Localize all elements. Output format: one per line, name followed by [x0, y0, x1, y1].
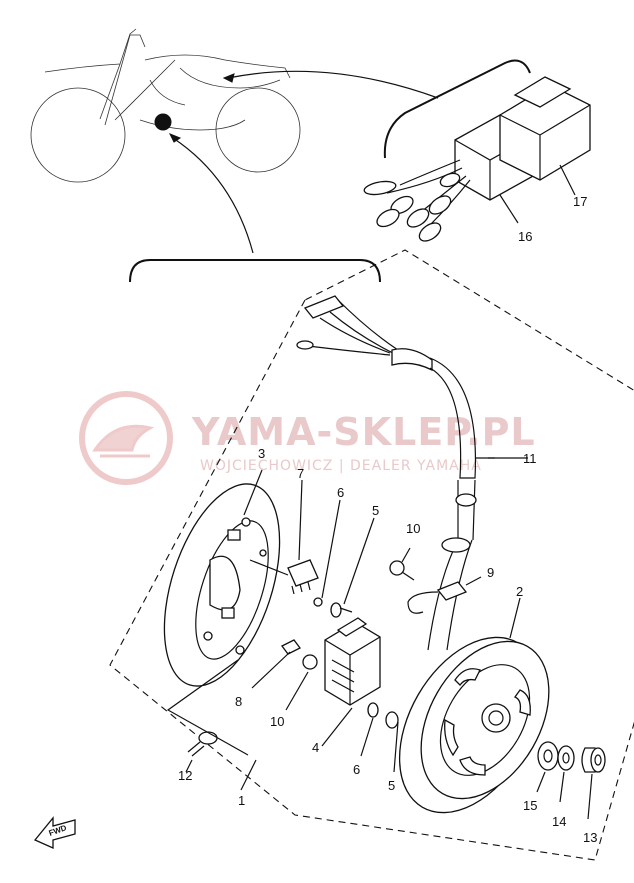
callout-17: 17 — [573, 194, 587, 209]
callout-9: 9 — [487, 565, 494, 580]
screw-upper — [389, 547, 415, 581]
callout-labels: 1 2 3 4 5 5 6 6 7 8 9 10 10 11 12 13 14 … — [178, 194, 597, 845]
motorcycle-outline — [30, 28, 439, 254]
callout-10-upper: 10 — [406, 521, 420, 536]
callout-13: 13 — [583, 830, 597, 845]
callout-5-lower: 5 — [388, 778, 395, 793]
screw-12 — [166, 659, 249, 773]
stator-plate — [163, 469, 281, 687]
clamp — [407, 576, 482, 614]
callout-10-lower: 10 — [270, 714, 284, 729]
watermark-title: YAMA-SKLEP.PL — [191, 410, 536, 454]
washer-screw-lower — [360, 702, 399, 773]
callout-6-upper: 6 — [337, 485, 344, 500]
watermark: YAMA-SKLEP.PL WOJCIECHOWICZ | DEALER YAM… — [79, 391, 536, 485]
wiring-harness — [296, 295, 528, 651]
callout-8: 8 — [235, 694, 242, 709]
location-marker-icon — [154, 113, 172, 131]
washer-screw-upper — [313, 499, 375, 618]
callout-14: 14 — [552, 814, 566, 829]
callout-7: 7 — [297, 466, 304, 481]
watermark-logo-icon — [79, 391, 173, 485]
cdi-unit — [363, 76, 591, 242]
source-coil — [321, 617, 381, 747]
pickup-coil — [249, 479, 319, 595]
callout-12: 12 — [178, 768, 192, 783]
callout-16: 16 — [518, 229, 532, 244]
rotor-hardware — [536, 741, 606, 820]
callout-1: 1 — [238, 793, 245, 808]
wire-connectors — [363, 172, 461, 242]
callout-5-upper: 5 — [372, 503, 379, 518]
watermark-logo-motorcycle-icon — [92, 424, 155, 458]
callout-3: 3 — [258, 446, 265, 461]
callout-4: 4 — [312, 740, 319, 755]
stator-fasteners — [251, 639, 318, 711]
watermark-subtitle: WOJCIECHOWICZ | DEALER YAMAHA — [200, 458, 482, 474]
callout-6-lower: 6 — [353, 762, 360, 777]
fwd-arrow-icon: FWD — [33, 816, 76, 850]
assembly-outline — [109, 249, 634, 861]
flywheel-rotor — [398, 597, 550, 814]
callout-15: 15 — [523, 798, 537, 813]
callout-2: 2 — [516, 584, 523, 599]
callout-11: 11 — [523, 451, 537, 466]
